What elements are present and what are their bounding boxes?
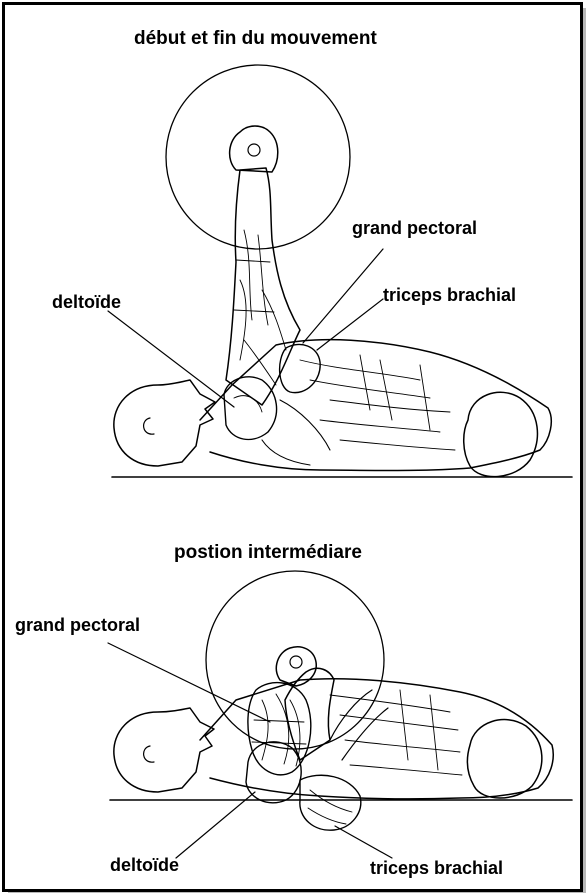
bottom-torso-detail — [330, 690, 462, 775]
top-head — [114, 380, 215, 466]
bottom-leader-deltoide — [176, 792, 255, 858]
bottom-triceps — [300, 775, 361, 830]
bottom-panel-title: postion intermédiare — [174, 542, 362, 564]
top-leader-deltoide — [108, 311, 234, 407]
bottom-ear — [144, 746, 154, 762]
bottom-head — [114, 708, 214, 792]
top-hip — [464, 392, 538, 476]
bottom-leader-grand-pectoral — [108, 643, 270, 722]
bottom-pectoral — [248, 683, 311, 775]
bottom-label-deltoide: deltoïde — [110, 855, 179, 876]
bottom-motion-circle — [206, 571, 384, 749]
top-panel-title: début et fin du mouvement — [134, 28, 377, 50]
top-arm-detail — [234, 230, 286, 385]
top-label-grand-pectoral: grand pectoral — [352, 218, 477, 239]
top-label-deltoide: deltoïde — [52, 292, 121, 313]
top-figure — [108, 65, 572, 477]
bottom-leader-triceps — [335, 826, 392, 858]
top-label-triceps-brachial: triceps brachial — [383, 285, 516, 306]
top-torso-detail — [300, 355, 455, 450]
top-motion-circle — [166, 65, 350, 249]
top-chest-detail — [280, 400, 330, 450]
top-ear — [144, 418, 154, 434]
top-deltoid-detail — [234, 396, 262, 412]
top-leader-grand-pectoral — [303, 249, 383, 343]
bottom-fist-grip — [290, 656, 302, 668]
bottom-figure — [108, 571, 572, 858]
bottom-label-grand-pectoral: grand pectoral — [15, 615, 140, 636]
top-pectoral — [280, 344, 321, 392]
bottom-fist — [276, 647, 316, 686]
top-fist — [230, 126, 278, 172]
top-fist-grip — [248, 144, 260, 156]
bottom-label-triceps-brachial: triceps brachial — [370, 858, 503, 879]
bottom-hip — [467, 720, 541, 798]
